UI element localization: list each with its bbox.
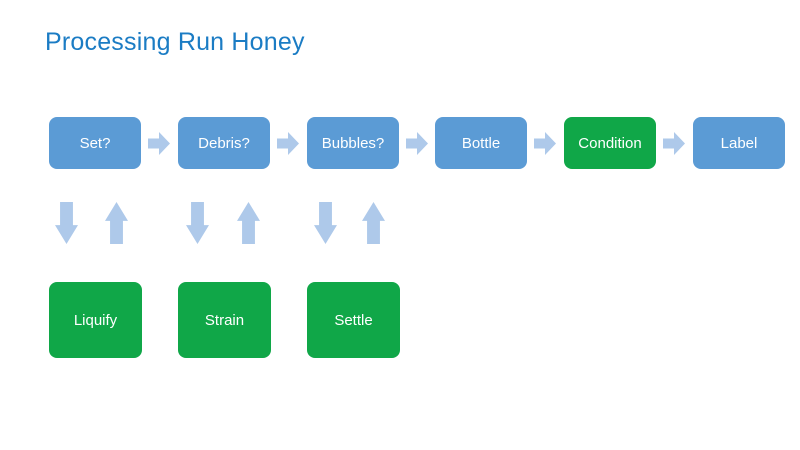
flow-node-label: Condition bbox=[578, 134, 642, 152]
right-arrow-icon bbox=[663, 132, 685, 155]
flow-node-set: Set? bbox=[49, 117, 141, 169]
down-arrow-icon bbox=[186, 202, 209, 244]
flow-node-label: Settle bbox=[334, 311, 373, 329]
flow-node-condition: Condition bbox=[564, 117, 656, 169]
flow-node-label: Set? bbox=[79, 134, 111, 152]
right-arrow-icon bbox=[148, 132, 170, 155]
flow-node-label-step: Label bbox=[693, 117, 785, 169]
flow-node-settle: Settle bbox=[307, 282, 400, 358]
up-arrow-icon bbox=[105, 202, 128, 244]
flow-node-label: Liquify bbox=[73, 311, 118, 329]
down-arrow-icon bbox=[314, 202, 337, 244]
flow-node-bottle: Bottle bbox=[435, 117, 527, 169]
right-arrow-icon bbox=[277, 132, 299, 155]
down-arrow-icon bbox=[55, 202, 78, 244]
flow-node-liquify: Liquify bbox=[49, 282, 142, 358]
flow-node-label: Strain bbox=[204, 311, 245, 329]
flow-node-label: Bubbles? bbox=[321, 134, 385, 152]
flow-node-label: Label bbox=[720, 134, 758, 152]
right-arrow-icon bbox=[534, 132, 556, 155]
right-arrow-icon bbox=[406, 132, 428, 155]
up-arrow-icon bbox=[362, 202, 385, 244]
flow-node-label: Bottle bbox=[461, 134, 501, 152]
flow-node-strain: Strain bbox=[178, 282, 271, 358]
flow-node-debris: Debris? bbox=[178, 117, 270, 169]
up-arrow-icon bbox=[237, 202, 260, 244]
page-title: Processing Run Honey bbox=[45, 28, 305, 56]
flow-node-label: Debris? bbox=[198, 134, 250, 152]
flow-node-bubbles: Bubbles? bbox=[307, 117, 399, 169]
